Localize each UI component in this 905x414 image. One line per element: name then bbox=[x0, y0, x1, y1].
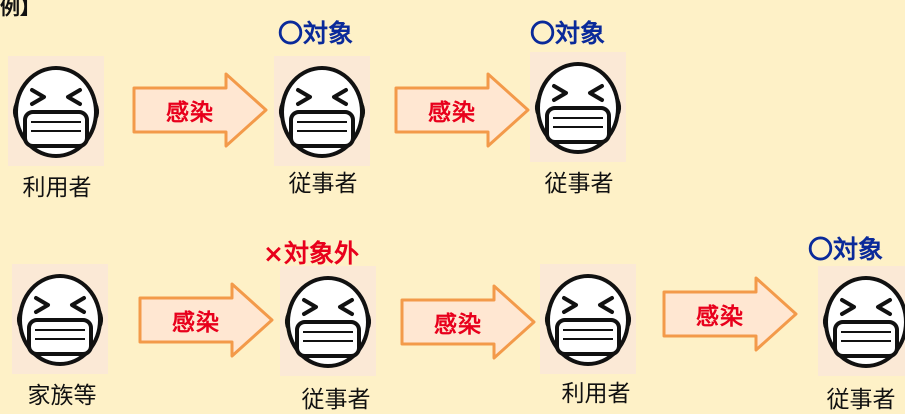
masked-face-icon bbox=[818, 266, 905, 376]
status-non-target-r2-2: ×対象外 bbox=[263, 239, 359, 268]
arrow-label: 感染 bbox=[428, 100, 476, 126]
masked-face-icon bbox=[274, 56, 370, 166]
infection-arrow: 感染 bbox=[392, 72, 532, 148]
person-label-r2-4: 従事者 bbox=[826, 387, 896, 413]
infection-arrow: 感染 bbox=[660, 276, 800, 352]
arrow-label: 感染 bbox=[166, 100, 214, 126]
masked-face-icon bbox=[280, 266, 376, 376]
person-label-r1-1: 利用者 bbox=[22, 175, 92, 201]
infection-arrow: 感染 bbox=[398, 284, 538, 360]
masked-face-icon bbox=[12, 264, 108, 374]
status-target-r1-3: 〇対象 bbox=[530, 19, 606, 48]
person-label-r2-2: 従事者 bbox=[301, 387, 371, 413]
infection-arrow: 感染 bbox=[130, 72, 270, 148]
person-label-r2-1: 家族等 bbox=[27, 383, 97, 409]
person-label-r1-2: 従事者 bbox=[288, 171, 358, 197]
example-heading: 例】 bbox=[0, 0, 40, 19]
masked-face-icon bbox=[530, 52, 626, 162]
status-target-r1-2: 〇対象 bbox=[278, 19, 354, 48]
masked-face-icon bbox=[540, 264, 636, 374]
arrow-label: 感染 bbox=[696, 304, 744, 330]
arrow-label: 感染 bbox=[434, 312, 482, 338]
infection-arrow: 感染 bbox=[136, 282, 276, 358]
status-target-r2-4: 〇対象 bbox=[808, 235, 884, 264]
masked-face-icon bbox=[8, 56, 104, 166]
person-label-r1-3: 従事者 bbox=[544, 171, 614, 197]
arrow-label: 感染 bbox=[172, 310, 220, 336]
person-label-r2-3: 利用者 bbox=[561, 381, 631, 407]
